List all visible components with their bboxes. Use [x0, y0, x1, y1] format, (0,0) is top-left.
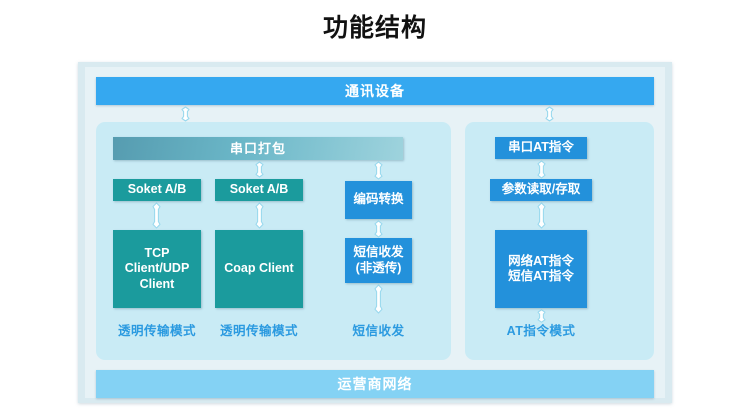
box-tcp-udp-client[interactable]: TCP Client/UDP Client	[113, 230, 201, 308]
box-network-sms-at-command[interactable]: 网络AT指令 短信AT指令	[495, 230, 587, 308]
footnote-at-command-mode: AT指令模式	[506, 324, 576, 338]
conn-serial-pack-to-soket-b-icon	[254, 161, 265, 178]
band-communication-device: 通讯设备	[96, 77, 654, 105]
box-serial-at-command[interactable]: 串口AT指令	[495, 137, 587, 159]
conn-at-net-to-footnote-icon	[536, 309, 547, 323]
box-coap-client[interactable]: Coap Client	[215, 230, 303, 308]
box-parameter-read-write[interactable]: 参数读取/存取	[490, 179, 592, 201]
conn-serial-pack-to-encode-icon	[373, 161, 384, 180]
conn-soket-b-to-coap-icon	[254, 202, 265, 229]
band-operator-network: 运营商网络	[96, 370, 654, 398]
conn-sms-to-footnote-icon	[373, 284, 384, 314]
footnote-transparent-transmission-tcp: 透明传输模式	[117, 324, 196, 338]
box-soket-b[interactable]: Soket A/B	[215, 179, 303, 201]
conn-encode-to-sms-icon	[373, 220, 384, 238]
box-serial-packaging[interactable]: 串口打包	[113, 137, 403, 160]
page-title: 功能结构	[322, 14, 427, 42]
conn-top-band-to-right-panel-icon	[544, 106, 555, 122]
box-encoding-conversion[interactable]: 编码转换	[345, 181, 412, 219]
conn-top-band-to-left-panel-icon	[180, 106, 191, 122]
footnote-sms-transceiver: 短信收发	[352, 324, 405, 338]
box-sms-transceiver[interactable]: 短信收发 (非透传)	[345, 238, 412, 283]
conn-soket-a-to-tcp-icon	[151, 202, 162, 229]
conn-at-param-to-net-icon	[536, 202, 547, 229]
conn-at-serial-to-param-icon	[536, 160, 547, 179]
footnote-transparent-transmission-coap: 透明传输模式	[219, 324, 298, 338]
box-soket-a[interactable]: Soket A/B	[113, 179, 201, 201]
